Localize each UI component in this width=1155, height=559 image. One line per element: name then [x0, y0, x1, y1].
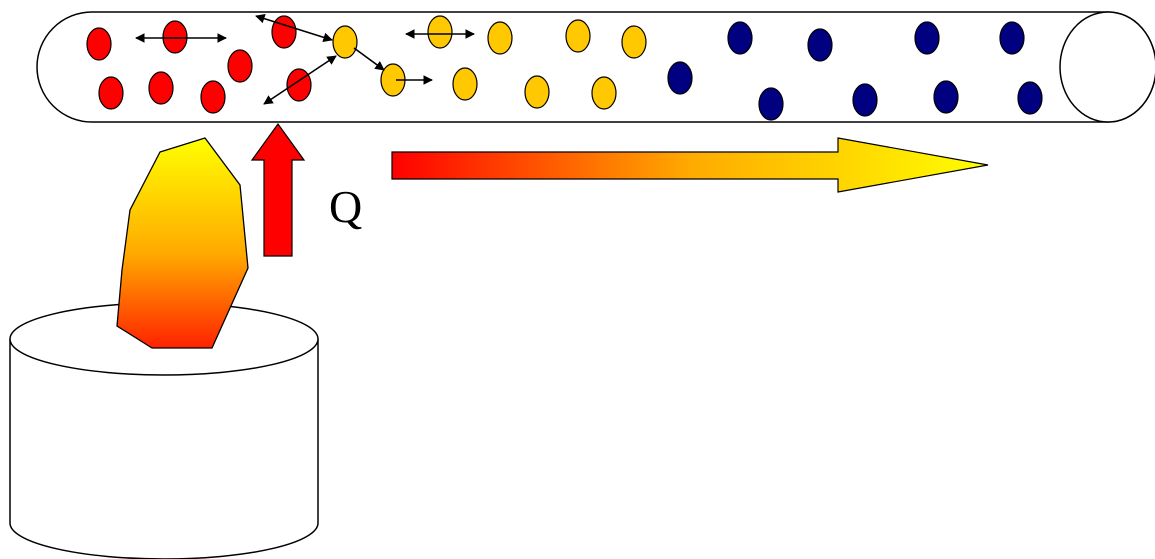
hot-particle: [148, 71, 174, 105]
cool-particle: [914, 21, 940, 55]
warm-particle: [452, 67, 478, 101]
cool-particle: [933, 80, 959, 114]
cool-particle: [999, 21, 1025, 55]
particles: [86, 15, 1043, 121]
flame: [116, 137, 249, 349]
vibration-arrows: [135, 14, 475, 105]
hot-particle: [227, 49, 253, 83]
rod-end-face: [1059, 11, 1155, 123]
hot-particle: [98, 76, 124, 110]
cool-particle: [727, 21, 753, 55]
warm-particle: [565, 19, 591, 53]
warm-particle: [427, 15, 453, 49]
hot-particle: [271, 15, 297, 49]
cool-particle: [807, 28, 833, 62]
heat-flow-arrow: [391, 137, 989, 193]
hot-particle: [200, 80, 226, 114]
warm-particle: [332, 25, 358, 59]
warm-particle: [487, 21, 513, 55]
vibration-arrow: [255, 14, 333, 42]
warm-particle: [524, 75, 550, 109]
cool-particle: [667, 61, 693, 95]
hot-particle: [286, 68, 312, 102]
heat-label: Q: [329, 181, 362, 232]
warm-particle: [591, 76, 617, 110]
hot-particle: [86, 27, 112, 61]
cool-particle: [1017, 81, 1043, 115]
vibration-arrow: [263, 55, 337, 105]
cool-particle: [852, 83, 878, 117]
vibration-arrow: [353, 47, 385, 71]
hot-particle: [162, 20, 188, 54]
warm-particle: [621, 25, 647, 59]
heat-input-arrow: [250, 122, 306, 257]
cool-particle: [758, 87, 784, 121]
